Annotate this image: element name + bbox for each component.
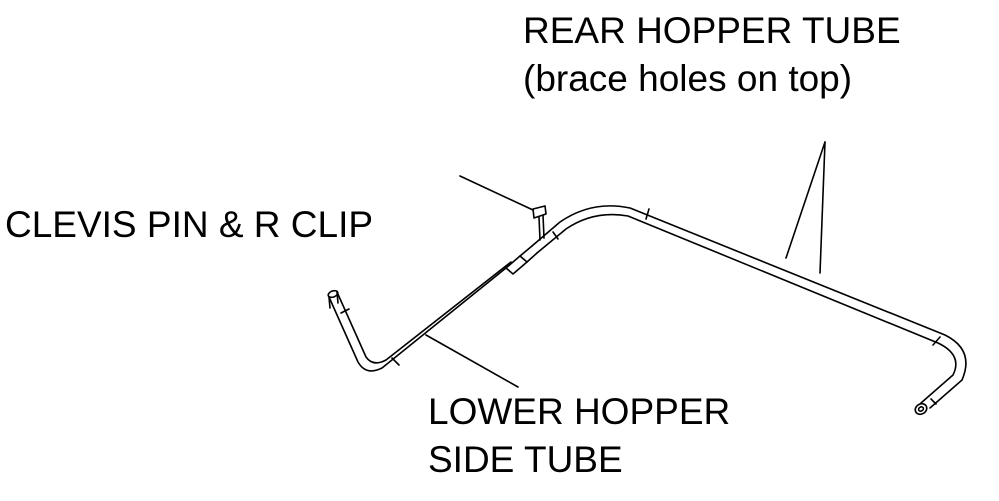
lower-tube-label-line2: SIDE TUBE bbox=[428, 439, 623, 481]
clevis-label-text: CLEVIS PIN & R CLIP bbox=[5, 204, 374, 245]
clevis-pin-label: CLEVIS PIN & R CLIP bbox=[5, 201, 373, 249]
rear-tube-label-line2: (brace holes on top) bbox=[523, 58, 853, 100]
clevis-pin bbox=[459, 175, 547, 241]
rear-hopper-tube bbox=[531, 205, 967, 416]
lower-tube-label-line1: LOWER HOPPER bbox=[428, 391, 731, 432]
lower-side-tube bbox=[327, 245, 538, 372]
rear-tube-label-line1: REAR HOPPER TUBE bbox=[523, 10, 901, 51]
rear-hopper-tube-label: REAR HOPPER TUBE (brace holes on top) bbox=[523, 7, 901, 103]
lower-side-tube-label: LOWER HOPPER SIDE TUBE bbox=[428, 388, 730, 484]
leader-lines bbox=[425, 141, 826, 388]
